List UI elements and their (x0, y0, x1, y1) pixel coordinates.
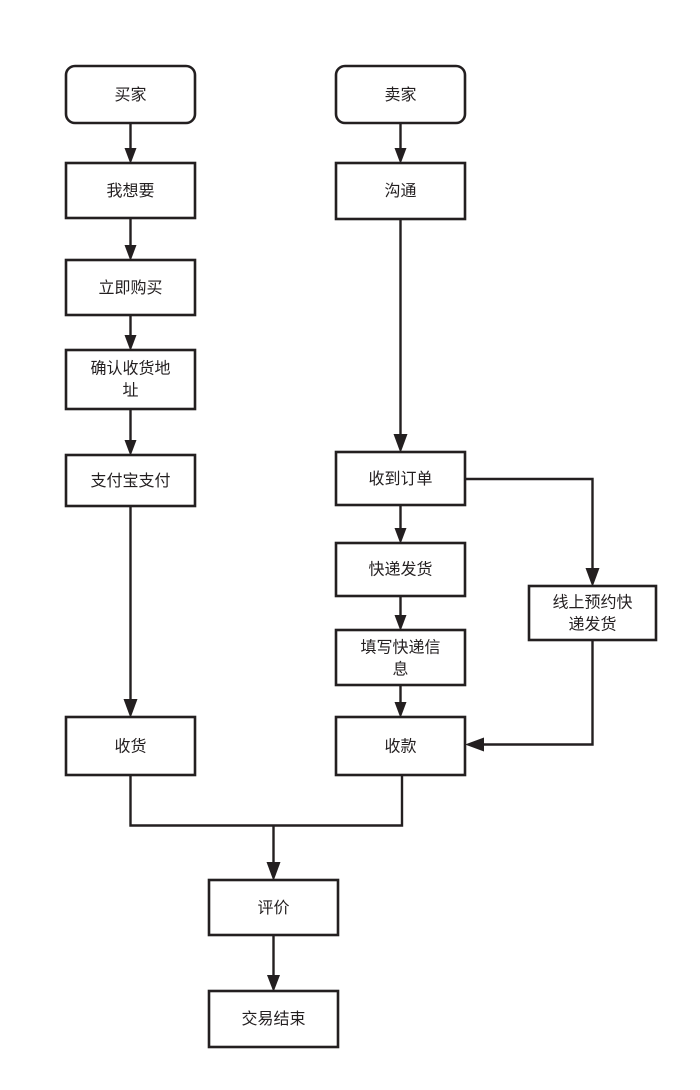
node-seller[interactable]: 卖家 (334, 64, 467, 125)
edge-communicate-to-received-order (393, 219, 408, 453)
node-alipay-payment[interactable]: 支付宝支付 (64, 453, 197, 508)
node-buy-now-shape[interactable] (64, 258, 197, 317)
node-buy-now[interactable]: 立即购买 (64, 258, 197, 317)
node-alipay-payment-shape[interactable] (64, 453, 197, 508)
node-receive-money-shape[interactable] (334, 715, 467, 777)
node-review[interactable]: 评价 (207, 878, 340, 937)
node-received-order-shape[interactable] (334, 450, 467, 507)
node-buyer-shape[interactable] (64, 64, 197, 125)
node-received-order[interactable]: 收到订单 (334, 450, 467, 507)
edge-merge-to-review (129, 775, 404, 881)
edge-buyer-to-want (124, 123, 137, 164)
edge-want-to-buy-now (124, 218, 137, 261)
node-seller-shape[interactable] (334, 64, 467, 125)
edge-confirm-address-to-alipay (124, 409, 137, 456)
node-confirm-address-shape[interactable] (64, 348, 197, 411)
node-communicate[interactable]: 沟通 (334, 161, 467, 221)
node-express-ship[interactable]: 快递发货 (334, 541, 467, 598)
node-express-ship-shape[interactable] (334, 541, 467, 598)
edge-online-booking-to-receive-money (465, 640, 594, 752)
edge-alipay-to-receive-goods (123, 506, 138, 718)
edge-express-ship-to-fill-express-info (394, 596, 407, 631)
edge-review-to-deal-end (267, 935, 280, 992)
connectors-group (123, 123, 600, 992)
node-online-booking-express-shape[interactable] (527, 584, 658, 642)
node-buyer[interactable]: 买家 (64, 64, 197, 125)
node-fill-express-info-shape[interactable] (334, 628, 467, 687)
node-communicate-shape[interactable] (334, 161, 467, 221)
edge-seller-to-communicate (394, 123, 407, 164)
edge-received-order-to-express-ship (394, 505, 407, 544)
node-deal-end[interactable]: 交易结束 (207, 989, 340, 1049)
node-receive-goods-shape[interactable] (64, 715, 197, 777)
node-i-want[interactable]: 我想要 (64, 161, 197, 220)
edge-received-order-to-online-booking (465, 477, 600, 587)
node-confirm-address[interactable]: 确认收货地 址 (64, 348, 197, 411)
node-review-shape[interactable] (207, 878, 340, 937)
edge-buy-now-to-confirm-address (124, 315, 137, 351)
edge-fill-express-info-to-receive-money (394, 685, 407, 718)
node-receive-money[interactable]: 收款 (334, 715, 467, 777)
node-deal-end-shape[interactable] (207, 989, 340, 1049)
node-i-want-shape[interactable] (64, 161, 197, 220)
node-receive-goods[interactable]: 收货 (64, 715, 197, 777)
node-fill-express-info[interactable]: 填写快递信 息 (334, 628, 467, 687)
node-online-booking-express[interactable]: 线上预约快 递发货 (527, 584, 658, 642)
